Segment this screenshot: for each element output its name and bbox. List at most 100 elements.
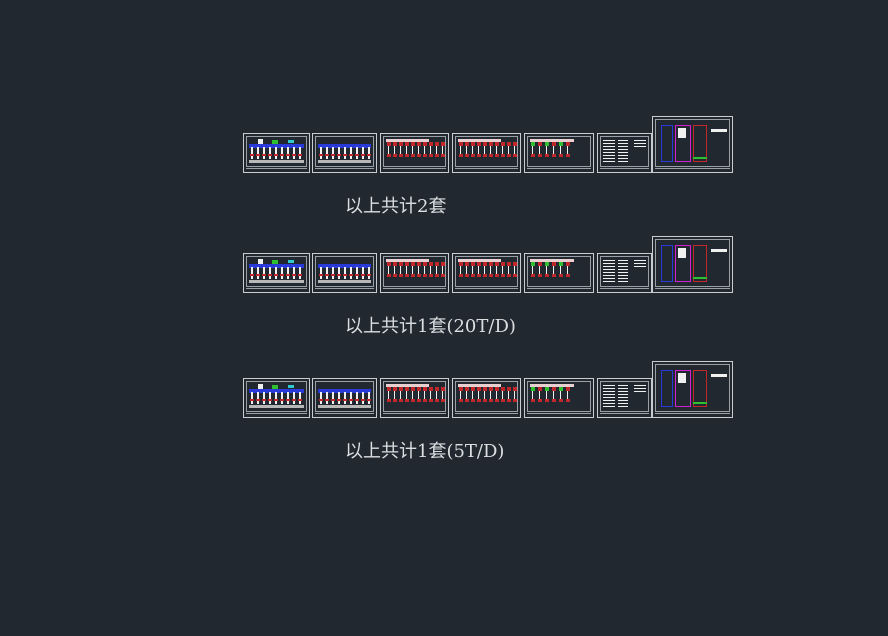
component [477, 387, 481, 391]
component [471, 154, 475, 157]
circuit-line [251, 147, 253, 159]
component [441, 387, 445, 391]
breaker-mark [298, 274, 302, 276]
breaker-mark [298, 399, 302, 401]
title-block [655, 168, 730, 171]
circuit-line [338, 147, 340, 159]
circuit-line [388, 391, 389, 401]
circuit-line [490, 266, 491, 276]
component [471, 262, 475, 266]
drawing-sheet [652, 236, 733, 293]
header-strip [530, 259, 574, 262]
text-table [603, 140, 615, 162]
circuit-line [269, 147, 271, 159]
base [693, 157, 707, 159]
component [531, 274, 535, 277]
drawing-sheet [452, 253, 521, 293]
circuit-line [424, 391, 425, 401]
circuit-line [508, 391, 509, 401]
circuit-line [326, 267, 328, 279]
breaker-mark [268, 274, 272, 276]
sheet-border [600, 381, 649, 412]
circuit-line [263, 147, 265, 159]
component [559, 142, 563, 146]
sheet-border [246, 381, 307, 412]
circuit-line [430, 266, 431, 276]
circuit-line [496, 266, 497, 276]
component [405, 142, 409, 146]
cabinet-outline [675, 245, 691, 282]
breaker-mark [361, 154, 365, 156]
component [465, 142, 469, 146]
component [507, 387, 511, 391]
breaker-mark [337, 274, 341, 276]
circuit-line [368, 392, 370, 404]
component [411, 142, 415, 146]
circuit-line [490, 391, 491, 401]
circuit-line [281, 147, 283, 159]
breaker-mark [262, 399, 266, 401]
component [387, 274, 391, 277]
component [552, 262, 556, 266]
circuit-line [472, 146, 473, 156]
component [405, 262, 409, 266]
circuit-line [251, 392, 253, 404]
sheet-border [655, 239, 730, 287]
symbol [258, 384, 263, 389]
header-strip [458, 259, 501, 262]
component [501, 142, 505, 146]
component [513, 154, 517, 157]
component [471, 142, 475, 146]
component [399, 387, 403, 391]
drawing-sheet [243, 133, 310, 173]
sheet-border [315, 136, 374, 167]
cabinet-outline [693, 245, 707, 282]
component [559, 262, 563, 266]
component [423, 274, 427, 277]
breaker-mark [256, 274, 260, 276]
component [477, 399, 481, 402]
circuit-line [362, 267, 364, 279]
component [545, 154, 549, 157]
breaker-mark [343, 274, 347, 276]
circuit-line [484, 146, 485, 156]
circuit-line [332, 392, 334, 404]
breaker-mark [292, 154, 296, 156]
circuit-line [560, 391, 561, 401]
breaker-mark [256, 399, 260, 401]
title-block [455, 168, 518, 171]
component [405, 274, 409, 277]
circuit-line [350, 147, 352, 159]
component [441, 274, 445, 277]
component [495, 142, 499, 146]
component [477, 154, 481, 157]
component [399, 399, 403, 402]
component [423, 399, 427, 402]
component [552, 142, 556, 146]
drawing-sheet [524, 253, 594, 293]
circuit-line [442, 146, 443, 156]
circuit-line [539, 146, 540, 156]
circuit-line [560, 146, 561, 156]
table-strip [249, 405, 304, 408]
sheet-border [383, 136, 446, 167]
component [399, 262, 403, 266]
component [545, 142, 549, 146]
circuit-line [496, 146, 497, 156]
breaker-mark [361, 399, 365, 401]
component [477, 262, 481, 266]
circuit-line [320, 267, 322, 279]
component [538, 262, 542, 266]
drawing-sheet [452, 133, 521, 173]
circuit-line [560, 266, 561, 276]
text-table [618, 385, 628, 407]
component [566, 387, 570, 391]
component [566, 399, 570, 402]
circuit-line [356, 147, 358, 159]
component [429, 274, 433, 277]
circuit-line [326, 392, 328, 404]
circuit-line [460, 391, 461, 401]
sheet-border [527, 381, 591, 412]
component [477, 142, 481, 146]
component [489, 274, 493, 277]
